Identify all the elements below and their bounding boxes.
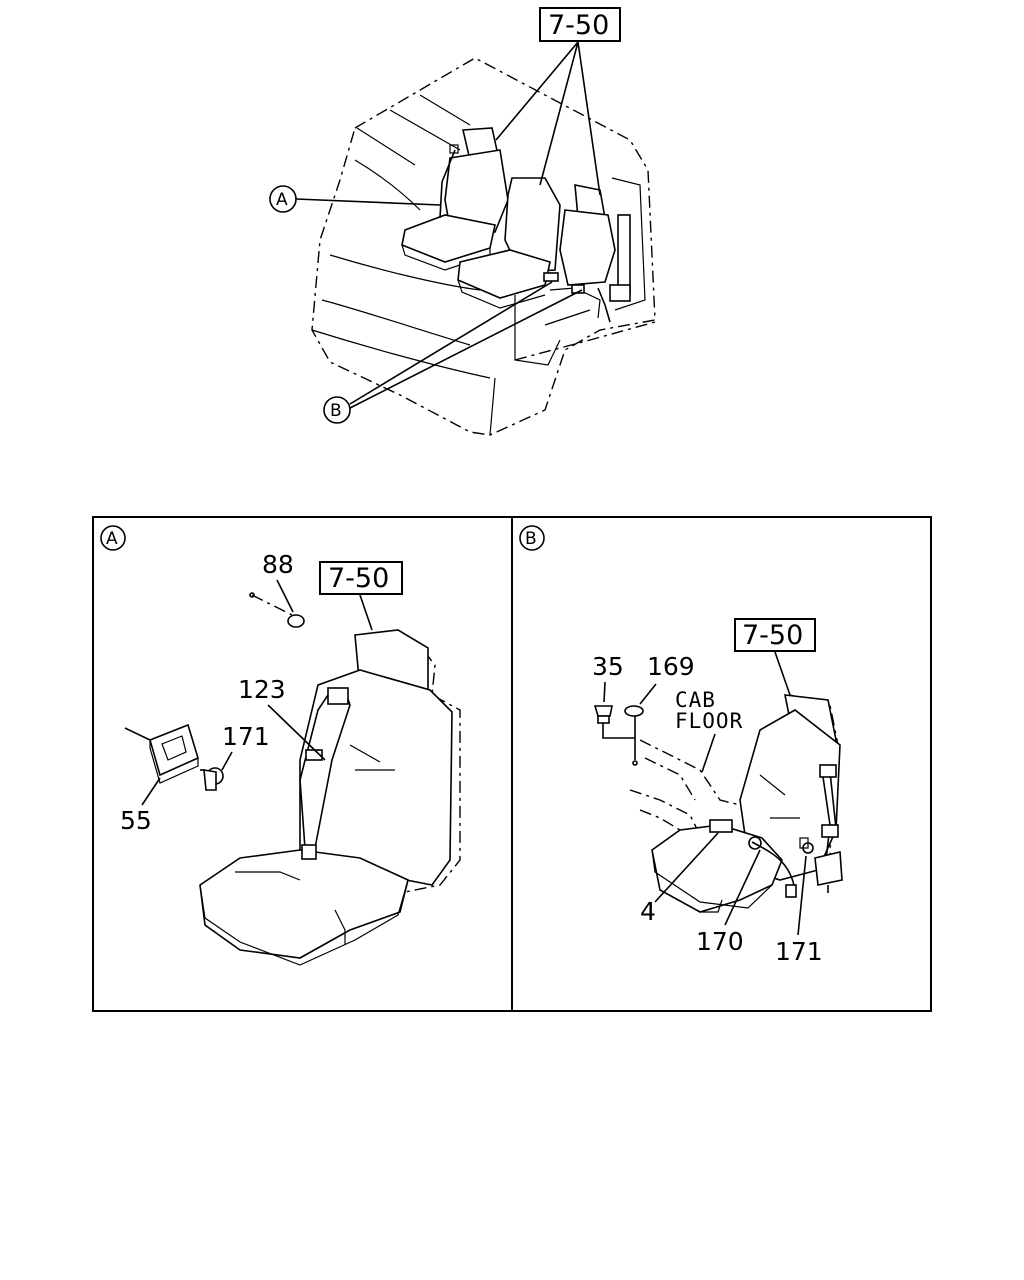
part-170-label: 170 bbox=[696, 927, 744, 956]
panel-b-ref-label: 7-50 bbox=[742, 620, 803, 651]
part-171-a-label: 171 bbox=[222, 722, 270, 751]
part-123: 123 bbox=[238, 675, 326, 761]
middle-seat bbox=[457, 177, 561, 309]
overview-callout-a-label: A bbox=[276, 190, 288, 210]
part-171-b: 171 bbox=[775, 837, 823, 966]
part-35-label: 35 bbox=[592, 652, 624, 681]
overview-callout-a: A bbox=[269, 185, 441, 213]
part-4: 4 bbox=[640, 819, 733, 926]
panel-b-cab-floor bbox=[629, 739, 741, 836]
overview-ref-leaders bbox=[495, 41, 601, 196]
part-169-label: 169 bbox=[647, 652, 695, 681]
overview-ref-label: 7-50 bbox=[548, 10, 609, 41]
overview-retractor bbox=[543, 214, 631, 323]
overview-ref-box: 7-50 bbox=[539, 7, 621, 42]
cab-floor-label-line1: CAB bbox=[675, 688, 716, 712]
cab-body-inner bbox=[311, 254, 496, 436]
cab-floor-edge bbox=[514, 321, 656, 361]
cab-windshield bbox=[354, 94, 471, 211]
cab-overview: 7-50 A B bbox=[269, 7, 656, 436]
part-88: 88 bbox=[249, 550, 305, 628]
panel-a: A 7-50 88 123 bbox=[100, 525, 461, 966]
passenger-seat bbox=[544, 184, 616, 326]
part-4-label: 4 bbox=[640, 897, 656, 926]
overview-callout-b-label: B bbox=[330, 401, 342, 421]
cab-floor-label-line2: FLOOR bbox=[675, 709, 743, 733]
panel-b-ref-box bbox=[734, 618, 816, 652]
part-170: 170 bbox=[696, 836, 762, 956]
overview-callout-b: B bbox=[323, 281, 583, 424]
part-55: 55 bbox=[120, 723, 199, 835]
cab-body-outline bbox=[311, 57, 656, 436]
panel-a-ref-label: 7-50 bbox=[328, 563, 389, 594]
part-171-a: 171 bbox=[200, 722, 270, 791]
part-88-label: 88 bbox=[262, 550, 294, 579]
part-123-label: 123 bbox=[238, 675, 286, 704]
panel-b-callout: B bbox=[525, 529, 537, 549]
panel-b: B 7-50 CAB FLOOR bbox=[519, 525, 843, 966]
panel-a-callout: A bbox=[106, 529, 118, 549]
part-35: 35 bbox=[592, 652, 636, 760]
panel-a-seat bbox=[199, 629, 461, 966]
driver-seat bbox=[401, 127, 509, 271]
part-169: 169 bbox=[624, 652, 695, 766]
part-171-b-label: 171 bbox=[775, 937, 823, 966]
cab-side-panel bbox=[514, 177, 646, 366]
panel-a-ref-box bbox=[319, 561, 403, 595]
part-55-label: 55 bbox=[120, 806, 152, 835]
